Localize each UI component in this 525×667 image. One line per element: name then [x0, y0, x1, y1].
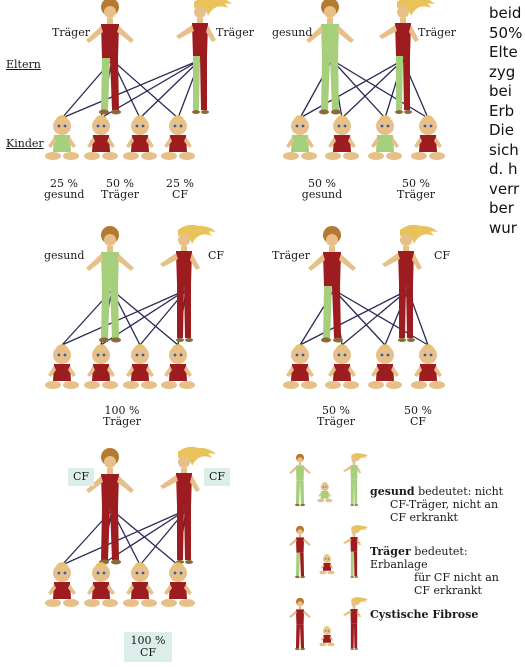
child-figure [161, 344, 195, 389]
child-figure [123, 115, 157, 160]
side-text-line: beid [489, 4, 525, 24]
parent-right-figure [160, 447, 216, 564]
parent-right-figure [382, 225, 438, 342]
parent-right-label: Träger [216, 27, 254, 39]
child-figure [161, 562, 195, 607]
legend-entry-traeger: Träger bedeutet: Erbanlage für CF nicht … [370, 545, 525, 597]
side-text-line: zyg [489, 63, 525, 83]
side-text-fragment: beid 50% Elte zyg bei Erb Die sich d. h … [489, 4, 525, 238]
child-figure [368, 344, 402, 389]
side-text-line: wur [489, 219, 525, 239]
legend-text-line: bedeutet: nicht [418, 485, 503, 498]
generation-label-parents: Eltern [6, 59, 41, 71]
parent-right-label: CF [434, 250, 450, 262]
parent-left-label: gesund [44, 250, 84, 262]
parent-left-label: CF [68, 468, 94, 486]
parent-left-figure [308, 226, 356, 343]
child-figure [123, 562, 157, 607]
child-figure [84, 562, 118, 607]
legend-entry-gesund: gesund bedeutet: nicht CF-Träger, nicht … [370, 485, 520, 524]
child-status-label: CF [396, 416, 440, 428]
child-figure [411, 115, 445, 160]
parent-right-label: CF [208, 250, 224, 262]
legend-text-line: CF erkrankt [370, 511, 520, 524]
child-status-label: gesund [300, 189, 344, 201]
legend-text-line: CF erkrankt [370, 584, 525, 597]
generation-label-children: Kinder [6, 138, 44, 150]
child-status-label: Träger [100, 189, 140, 201]
legend-text-line: CF-Träger, nicht an [370, 498, 520, 511]
parent-right-label: CF [204, 468, 230, 486]
parent-left-figure [306, 0, 354, 115]
legend-entry-cf: Cystische Fibrose [370, 608, 478, 621]
parent-left-label: Träger [272, 250, 310, 262]
child-figure [84, 344, 118, 389]
child-figure [123, 344, 157, 389]
child-figure [84, 115, 118, 160]
side-text-line: 50% [489, 24, 525, 44]
legend-term: Träger [370, 545, 411, 558]
side-text-line: d. h [489, 160, 525, 180]
side-text-line: verr [489, 180, 525, 200]
child-figure [325, 115, 359, 160]
children-result-box: 100 % CF [124, 632, 172, 662]
diagram-2 [283, 0, 445, 160]
side-text-line: sich [489, 141, 525, 161]
child-status-label: gesund [44, 189, 84, 201]
parent-left-label: Träger [52, 27, 90, 39]
legend-family-traeger [289, 525, 368, 578]
diagram-1-links [62, 60, 200, 118]
child-figure [45, 344, 79, 389]
child-figure [411, 344, 445, 389]
child-figure [283, 115, 317, 160]
legend-family-cf [289, 597, 368, 650]
side-text-line: ber [489, 199, 525, 219]
child-status-label: CF [124, 647, 172, 659]
side-text-line: bei [489, 82, 525, 102]
parent-left-label: gesund [272, 27, 312, 39]
child-figure [325, 344, 359, 389]
child-status-label: Träger [100, 416, 144, 428]
legend-term: gesund [370, 485, 415, 498]
child-figure [368, 115, 402, 160]
parent-right-label: Träger [418, 27, 456, 39]
child-status-label: Träger [394, 189, 438, 201]
side-text-line: Elte [489, 43, 525, 63]
parent-right-figure [379, 0, 435, 114]
child-figure [283, 344, 317, 389]
child-figure [161, 115, 195, 160]
parent-left-figure [86, 448, 134, 565]
parent-left-figure [86, 226, 134, 343]
parent-right-figure [176, 0, 232, 114]
child-figure [45, 562, 79, 607]
parent-right-figure [160, 225, 216, 342]
diagram-1 [45, 0, 232, 160]
legend-text-line: für CF nicht an [370, 571, 525, 584]
side-text-line: Die [489, 121, 525, 141]
side-text-line: Erb [489, 102, 525, 122]
child-status-label: Träger [314, 416, 358, 428]
child-status-label: CF [160, 189, 200, 201]
child-figure [45, 115, 79, 160]
legend-family-gesund [289, 453, 368, 506]
